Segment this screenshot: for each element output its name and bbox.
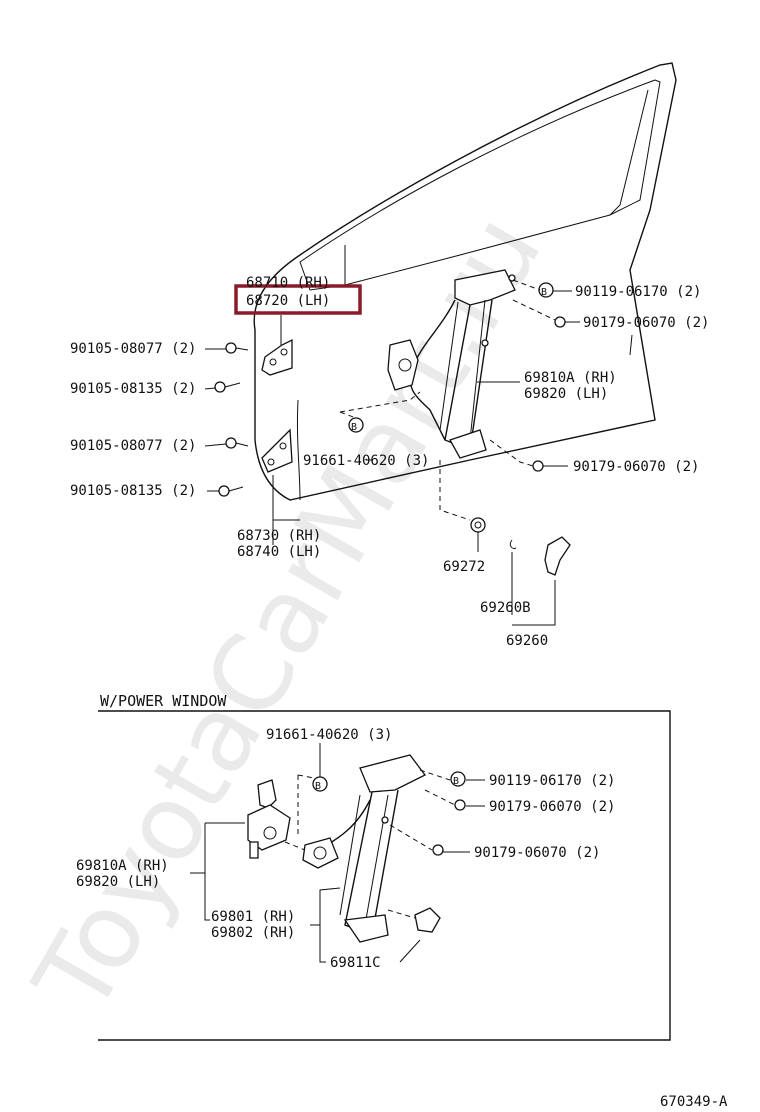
bolt-icons [214, 342, 249, 497]
svg-text:B: B [351, 422, 357, 433]
label-90179-06070-b: 90179-06070 (2) [573, 459, 699, 475]
label-pw-90119-06170: 90119-06170 (2) [489, 773, 615, 789]
upper-hinge [261, 338, 293, 376]
section-title: W/POWER WINDOW [100, 692, 227, 710]
highlight-box [234, 284, 362, 315]
svg-text:B: B [453, 776, 459, 787]
b-marker: B [348, 417, 364, 433]
label-69820: 69820 (LH) [524, 386, 608, 402]
label-68710: 68710 (RH) [246, 275, 330, 291]
label-90105-08135-a: 90105-08135 (2) [70, 381, 196, 397]
nut-icons [470, 316, 566, 533]
label-69810A: 69810A (RH) [524, 370, 617, 386]
label-68720: 68720 (LH) [246, 293, 330, 309]
manual-regulator [387, 269, 516, 459]
nut-icons [432, 799, 466, 856]
label-90105-08135-b: 90105-08135 (2) [70, 483, 196, 499]
window-motor [247, 779, 291, 859]
label-69260B: 69260B [480, 600, 531, 616]
b-marker: B [538, 282, 554, 298]
label-pw-69801: 69801 (RH) [211, 909, 295, 925]
label-90105-08077-b: 90105-08077 (2) [70, 438, 196, 454]
label-pw-69810A: 69810A (RH) [76, 858, 169, 874]
label-pw-69820: 69820 (LH) [76, 874, 160, 890]
label-68740: 68740 (LH) [237, 544, 321, 560]
label-91661-40620: 91661-40620 (3) [303, 453, 429, 469]
label-69272: 69272 [443, 559, 485, 575]
svg-text:B: B [541, 287, 547, 298]
label-pw-69811C: 69811C [330, 955, 381, 971]
svg-text:B: B [315, 781, 321, 792]
label-90179-06070-a: 90179-06070 (2) [583, 315, 709, 331]
label-pw-91661-40620: 91661-40620 (3) [266, 727, 392, 743]
figure-code: 670349-A [660, 1094, 728, 1110]
label-68730: 68730 (RH) [237, 528, 321, 544]
window-handle [509, 536, 571, 576]
power-regulator [302, 754, 441, 943]
label-pw-90179-06070-b: 90179-06070 (2) [474, 845, 600, 861]
label-69260: 69260 [506, 633, 548, 649]
section-frame [98, 710, 671, 1041]
b-marker: B [450, 771, 466, 787]
label-90105-08077-a: 90105-08077 (2) [70, 341, 196, 357]
label-90119-06170: 90119-06170 (2) [575, 284, 701, 300]
label-pw-90179-06070-a: 90179-06070 (2) [489, 799, 615, 815]
door-outline [253, 62, 677, 501]
label-pw-69802: 69802 (RH) [211, 925, 295, 941]
lower-hinge [261, 428, 293, 473]
b-marker: B [312, 776, 328, 792]
